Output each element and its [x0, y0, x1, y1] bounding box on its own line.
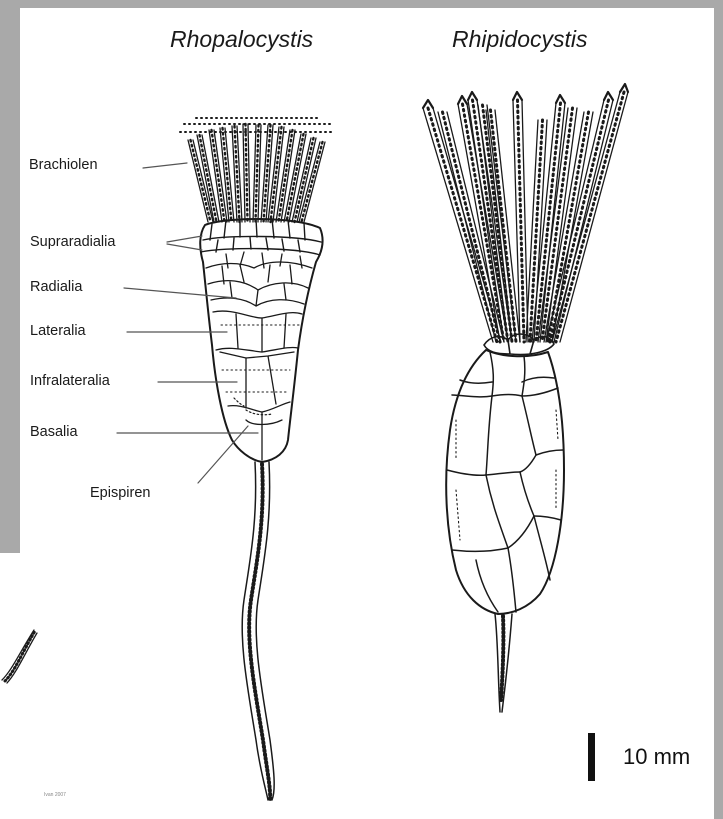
label-brachiolen: Brachiolen — [29, 157, 98, 173]
label-basalia: Basalia — [30, 424, 78, 440]
title-rhopalocystis: Rhopalocystis — [170, 26, 313, 53]
paper-background — [0, 8, 714, 819]
title-rhipidocystis: Rhipidocystis — [452, 26, 588, 53]
label-epispiren: Epispiren — [90, 485, 150, 501]
label-infralateralia: Infralateralia — [30, 373, 110, 389]
scale-bar — [588, 733, 595, 781]
label-lateralia: Lateralia — [30, 323, 86, 339]
label-supraradialia: Supraradialia — [30, 234, 115, 250]
scale-bar-label: 10 mm — [623, 744, 690, 770]
credit-text: Ivan 2007 — [44, 792, 66, 798]
label-radialia: Radialia — [30, 279, 82, 295]
